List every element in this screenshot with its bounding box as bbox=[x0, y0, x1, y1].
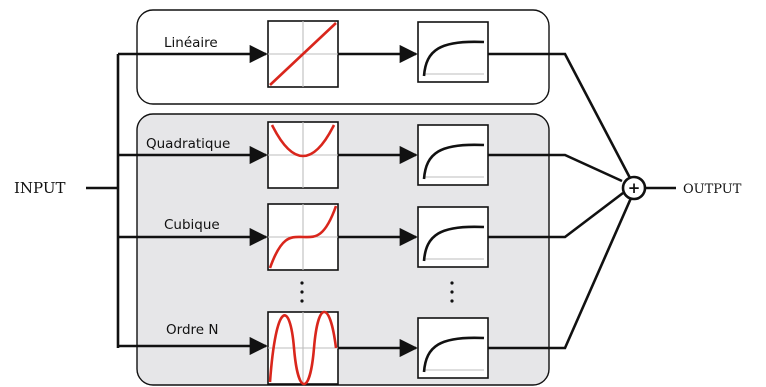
out-wire-order-n bbox=[488, 197, 633, 350]
branch-label-cubic: Cubique bbox=[164, 217, 220, 233]
nonlinearity-box-order-n bbox=[267, 310, 339, 386]
filter-box-order-n bbox=[417, 317, 489, 379]
summing-junction: + bbox=[621, 175, 647, 201]
out-wire-quadratic bbox=[488, 153, 623, 183]
branch-label-quadratic: Quadratique bbox=[146, 136, 230, 152]
nonlinearity-box-quadratic bbox=[267, 121, 339, 189]
output-label: OUTPUT bbox=[683, 182, 742, 197]
out-wire-linear bbox=[488, 52, 632, 179]
filter-box-cubic bbox=[417, 206, 489, 268]
nonlinearity-box-cubic bbox=[267, 203, 339, 271]
filter-box-quadratic bbox=[417, 124, 489, 186]
nonlinearity-box-linear bbox=[267, 20, 339, 88]
ellipsis-filter bbox=[450, 281, 454, 303]
out-wire-cubic bbox=[488, 191, 624, 239]
input-label: INPUT bbox=[14, 179, 66, 197]
branch-label-order-n: Ordre N bbox=[166, 322, 218, 338]
sum-symbol: + bbox=[628, 179, 641, 197]
filter-box-linear bbox=[417, 21, 489, 83]
ellipsis-nonlinearity bbox=[300, 281, 304, 303]
branch-label-linear: Linéaire bbox=[164, 35, 218, 51]
